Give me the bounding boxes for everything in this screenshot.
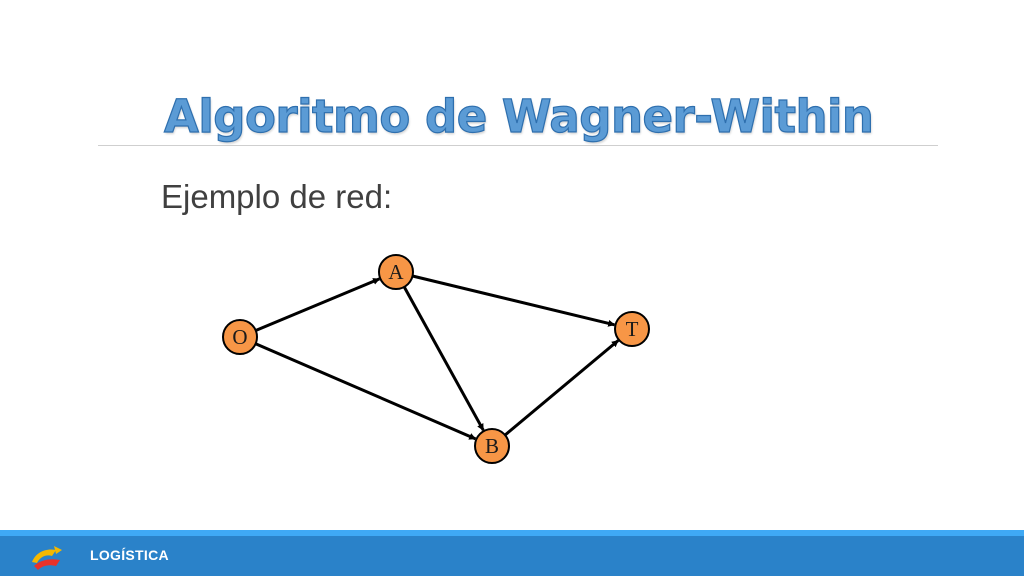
node-b: B — [474, 428, 510, 464]
node-a: A — [378, 254, 414, 290]
node-label-t: T — [626, 317, 639, 341]
nodes-layer: O A T B — [222, 254, 650, 464]
edge-b-t — [504, 339, 620, 437]
slide-subtitle: Ejemplo de red: — [161, 178, 393, 215]
edge-o-b — [255, 342, 477, 441]
footer-label: LOGÍSTICA — [90, 547, 169, 563]
edge-o-a — [255, 277, 381, 332]
title-divider — [98, 145, 938, 146]
slide-title: Algoritmo de Wagner-Within — [163, 89, 874, 143]
node-circle-o — [222, 319, 258, 355]
footer-accent-stripe — [0, 530, 1024, 536]
node-o: O — [222, 319, 258, 355]
node-circle-b — [474, 428, 510, 464]
edges-layer — [255, 274, 620, 441]
node-t: T — [614, 311, 650, 347]
footer-bar — [0, 536, 1024, 576]
logistics-logo-icon — [32, 546, 62, 570]
node-circle-t — [614, 311, 650, 347]
node-label-o: O — [232, 325, 247, 349]
node-label-a: A — [388, 260, 404, 284]
edge-a-b — [402, 286, 485, 431]
edge-a-t — [412, 274, 616, 327]
node-label-b: B — [485, 434, 499, 458]
node-circle-a — [378, 254, 414, 290]
